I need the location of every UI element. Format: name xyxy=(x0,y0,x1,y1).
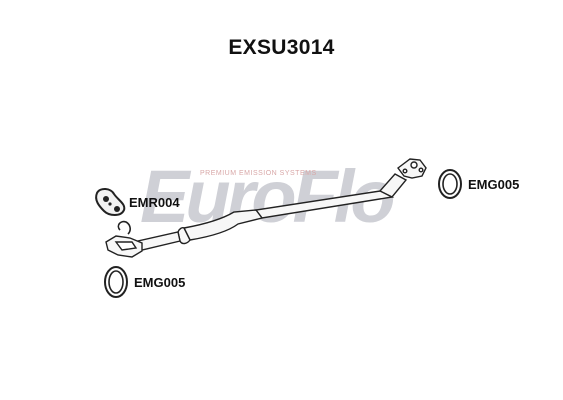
front-pipe-icon xyxy=(105,158,427,258)
gasket-right-icon xyxy=(438,169,462,199)
watermark-tagline: PREMIUM EMISSION SYSTEMS xyxy=(200,170,317,177)
part-number-title: EXSU3014 xyxy=(228,36,335,59)
gasket-right-part-label: EMG005 xyxy=(468,177,520,192)
mount-part-label: EMR004 xyxy=(129,195,180,210)
gasket-left-part-label: EMG005 xyxy=(134,275,186,290)
rubber-mount-icon xyxy=(95,188,126,216)
gasket-left-icon xyxy=(104,266,128,298)
